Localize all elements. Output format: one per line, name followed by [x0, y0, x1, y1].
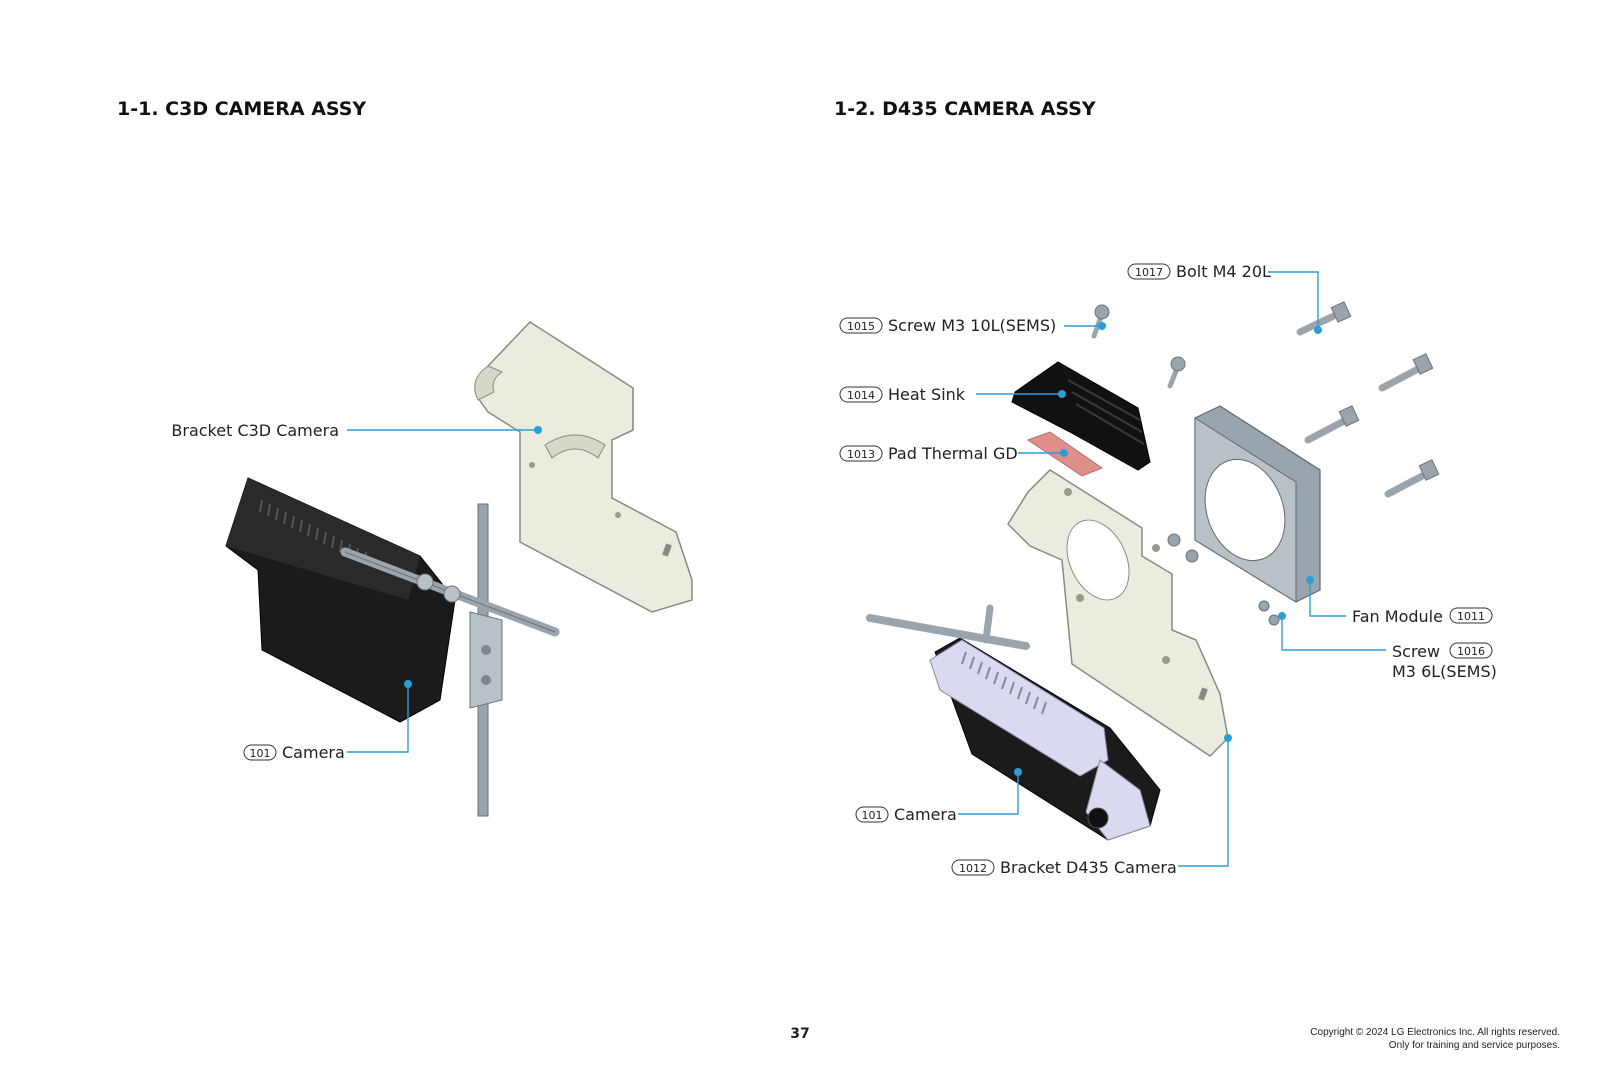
svg-text:1017: 1017 — [1135, 266, 1163, 279]
svg-text:1015: 1015 — [847, 320, 875, 333]
svg-text:1012: 1012 — [959, 862, 987, 875]
copyright-line: Copyright © 2024 LG Electronics Inc. All… — [1310, 1027, 1560, 1038]
svg-text:Camera: Camera — [894, 805, 957, 824]
svg-text:M3 6L(SEMS): M3 6L(SEMS) — [1392, 662, 1497, 681]
section-title-d435: 1-2. D435 CAMERA ASSY — [834, 98, 1096, 120]
d435-callout-bolt: 1017 Bolt M4 20L — [1127, 262, 1322, 334]
d435-callout-bracket: 1012 Bracket D435 Camera — [951, 734, 1232, 877]
svg-text:Bracket C3D Camera: Bracket C3D Camera — [171, 421, 339, 440]
d435-heat-sink-part — [1011, 361, 1151, 471]
svg-text:Screw M3 10L(SEMS): Screw M3 10L(SEMS) — [888, 316, 1056, 335]
svg-text:1013: 1013 — [847, 448, 875, 461]
svg-text:101: 101 — [862, 809, 883, 822]
c3d-callout-camera: 101 Camera — [243, 680, 412, 762]
svg-text:Bracket D435 Camera: Bracket D435 Camera — [1000, 858, 1177, 877]
svg-text:Bolt M4 20L: Bolt M4 20L — [1176, 262, 1271, 281]
page-number: 37 — [790, 1026, 810, 1042]
c3d-mount-rod-part — [340, 503, 560, 817]
c3d-bracket-part — [474, 321, 693, 613]
d435-callout-screw-6l: Screw 1016 M3 6L(SEMS) — [1278, 612, 1497, 681]
section-title-c3d: 1-1. C3D CAMERA ASSY — [117, 98, 367, 120]
d435-screws-part — [1091, 304, 1280, 626]
svg-text:1011: 1011 — [1457, 610, 1485, 623]
d435-callout-pad-thermal: 1013 Pad Thermal GD — [839, 444, 1068, 463]
svg-text:Screw: Screw — [1392, 642, 1440, 661]
svg-text:Heat Sink: Heat Sink — [888, 385, 966, 404]
svg-text:Pad Thermal GD: Pad Thermal GD — [888, 444, 1018, 463]
svg-text:1014: 1014 — [847, 389, 875, 402]
d435-callout-screw-10l: 1015 Screw M3 10L(SEMS) — [839, 316, 1106, 335]
d435-bracket-part — [1007, 469, 1229, 757]
svg-text:101: 101 — [250, 747, 271, 760]
d435-callout-fan-module: Fan Module 1011 — [1306, 576, 1493, 626]
usage-line: Only for training and service purposes. — [1388, 1040, 1560, 1051]
c3d-camera-part — [225, 477, 456, 723]
svg-text:Fan Module: Fan Module — [1352, 607, 1443, 626]
d435-bolts-part — [1296, 301, 1440, 498]
svg-text:1016: 1016 — [1457, 645, 1485, 658]
copyright-notice: Copyright © 2024 LG Electronics Inc. All… — [1310, 1026, 1560, 1052]
d435-callout-camera: 101 Camera — [855, 768, 1022, 824]
d435-callout-heat-sink: 1014 Heat Sink — [839, 385, 1066, 404]
c3d-callout-bracket: Bracket C3D Camera — [171, 421, 542, 440]
svg-text:Camera: Camera — [282, 743, 345, 762]
d435-camera-part — [866, 604, 1161, 841]
d435-fan-module-part — [1194, 405, 1321, 603]
